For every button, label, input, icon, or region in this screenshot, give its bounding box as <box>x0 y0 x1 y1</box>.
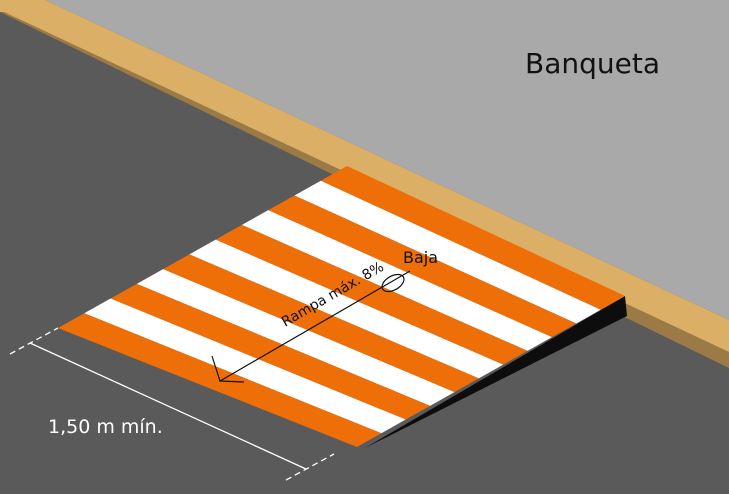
stripe-white <box>294 180 601 324</box>
ramp-top-marker <box>381 273 405 293</box>
dimension-line <box>29 342 307 470</box>
stripe-white <box>189 239 504 379</box>
width-label: 1,50 m mín. <box>48 416 163 438</box>
dimension-extension-left <box>9 327 59 355</box>
ramp-arrow-line <box>219 270 411 382</box>
ramp-down-label: Baja <box>403 248 438 267</box>
sidewalk-label: Banqueta <box>525 47 660 80</box>
dimension-extension-right <box>285 453 335 481</box>
stripe-orange <box>320 166 625 310</box>
stripe-white <box>241 210 552 351</box>
stripe-orange <box>215 224 528 365</box>
ramp-side-shadow <box>365 296 627 448</box>
ramp-arrow-head <box>211 355 245 383</box>
stripe-orange <box>268 195 577 338</box>
